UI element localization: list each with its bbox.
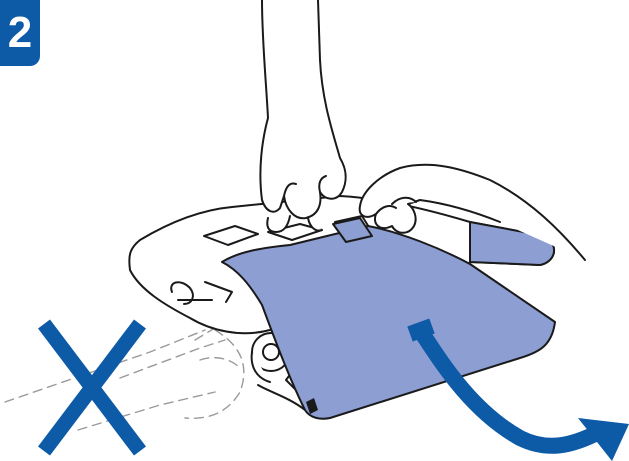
left-hand <box>260 0 345 232</box>
media-sheet <box>222 218 555 419</box>
x-mark-icon <box>44 324 140 451</box>
